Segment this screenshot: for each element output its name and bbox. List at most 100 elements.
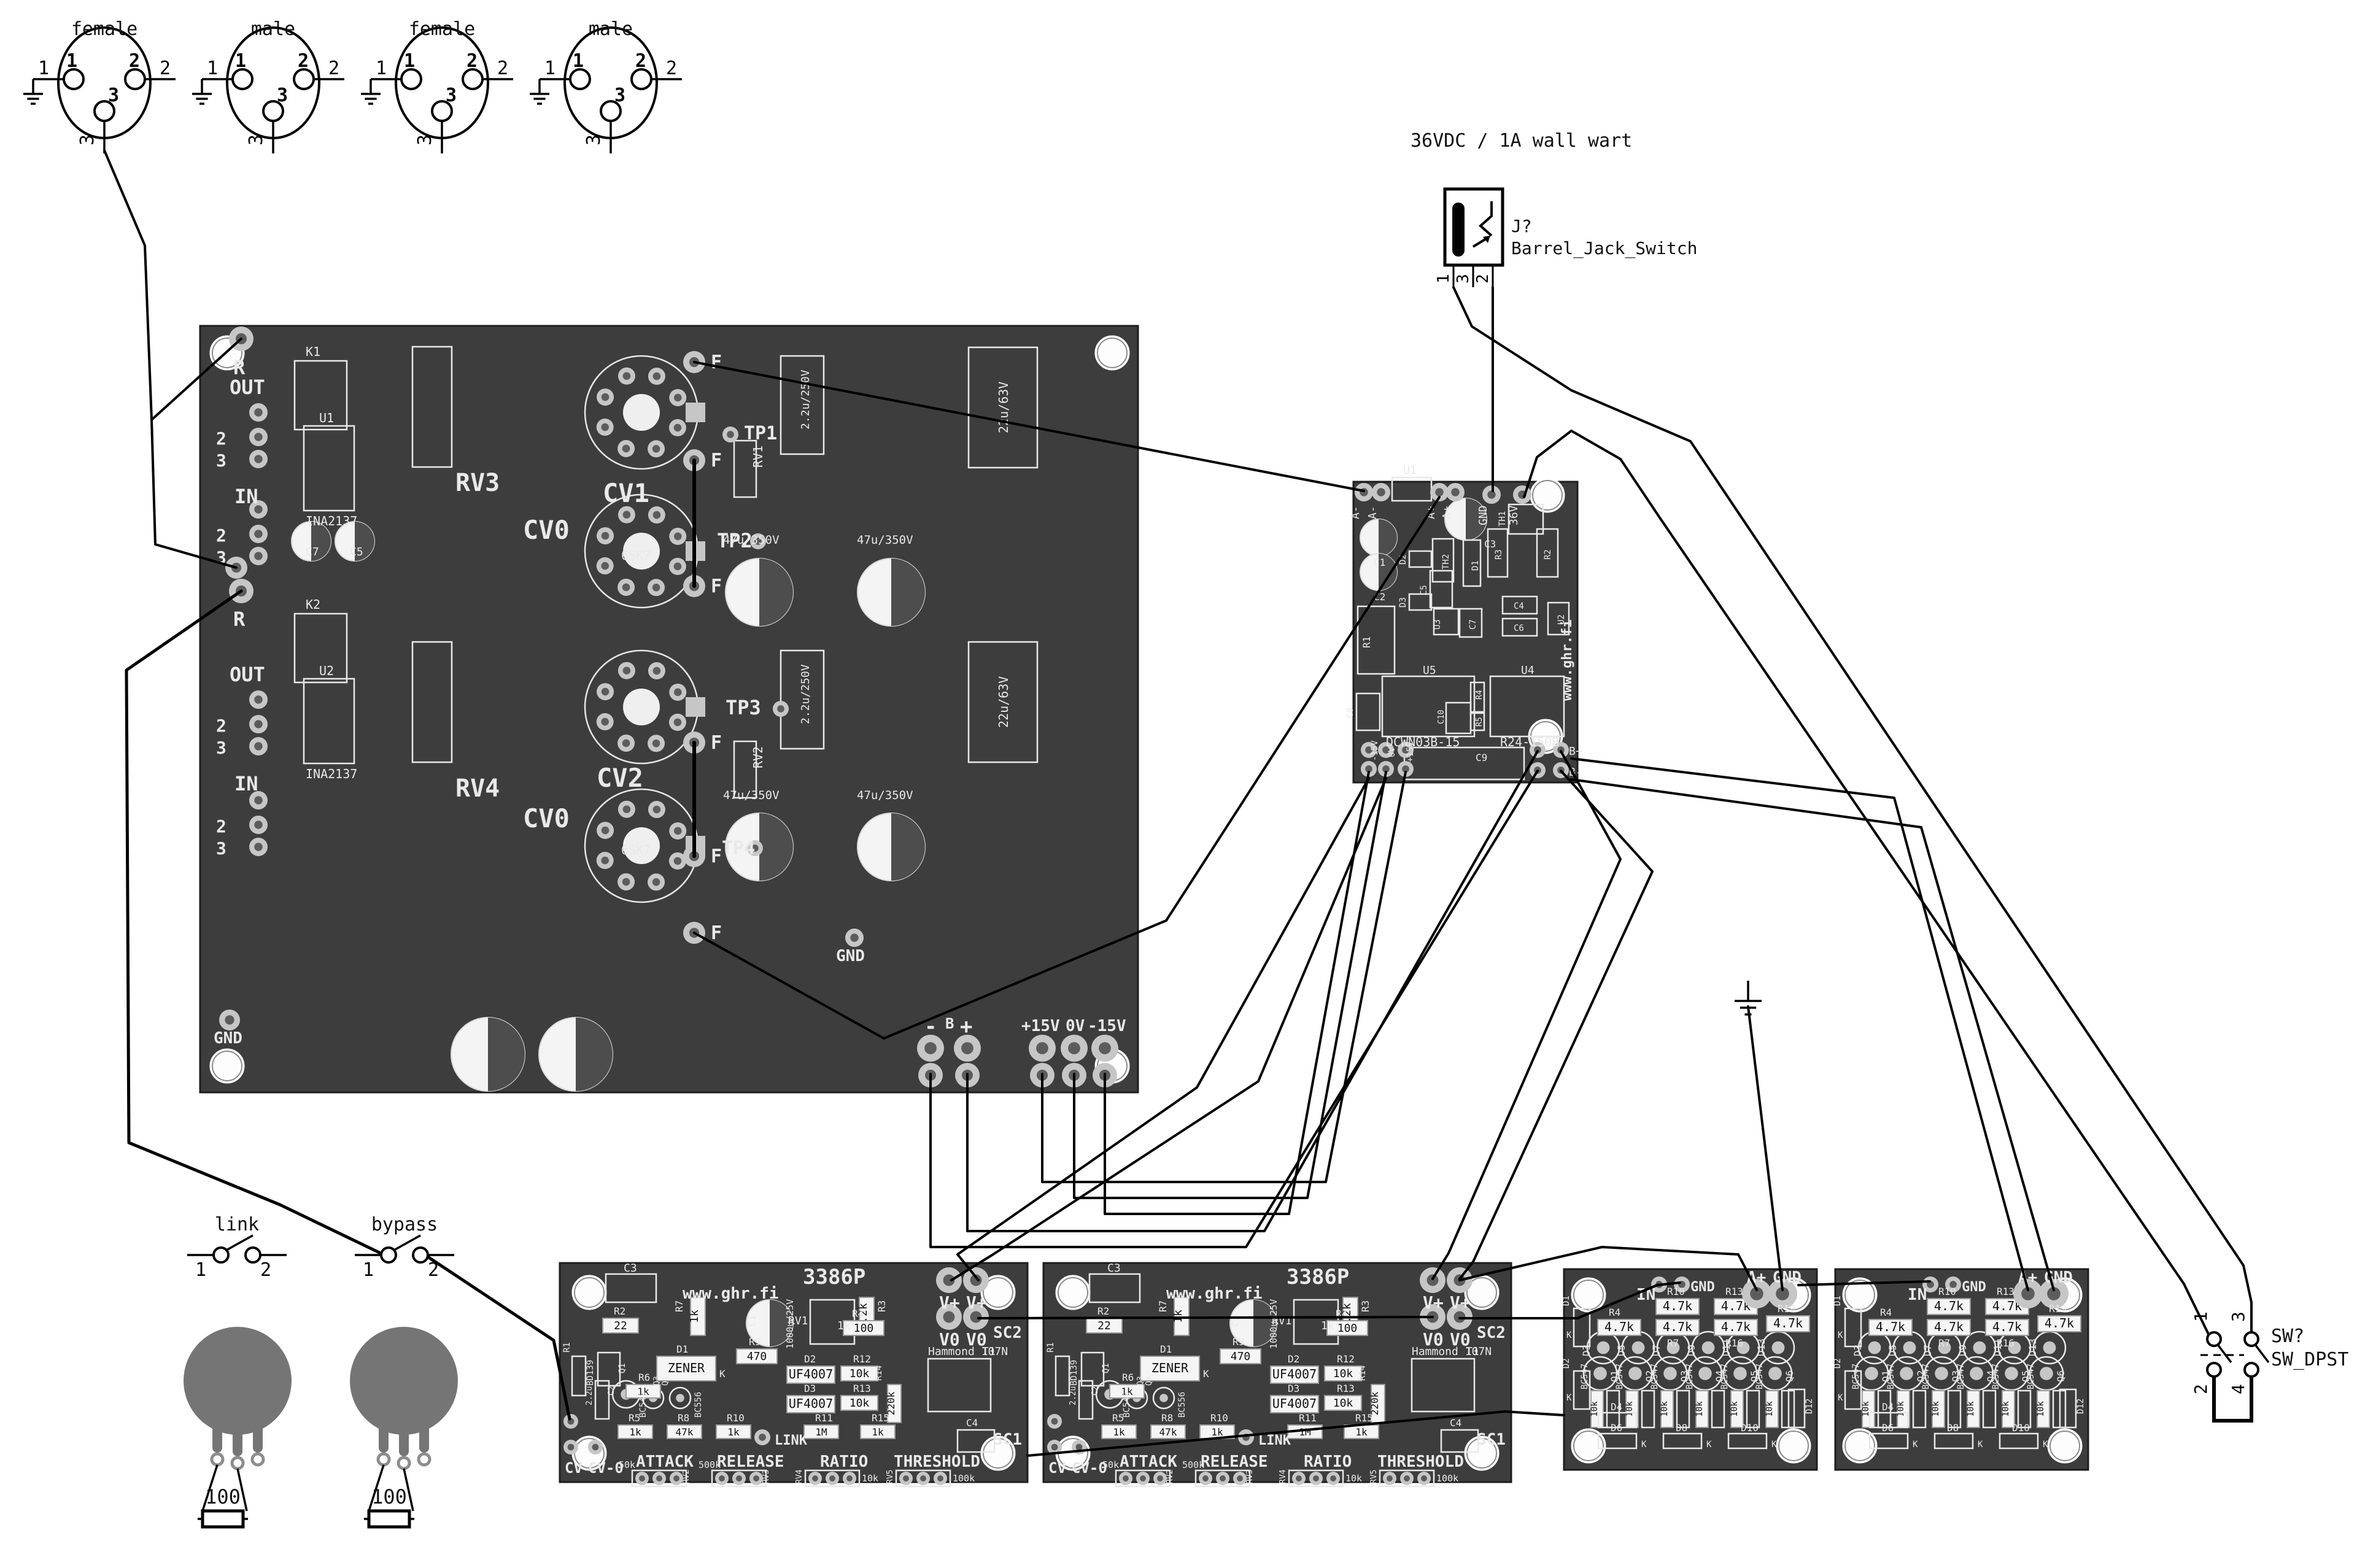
svg-text:1: 1 bbox=[2191, 1311, 2211, 1322]
wire bbox=[693, 361, 1365, 492]
pot2-resistor-value: 100 bbox=[371, 1485, 407, 1508]
svg-text:3: 3 bbox=[246, 134, 267, 145]
svg-text:D1: D1 bbox=[1833, 1296, 1843, 1306]
svg-text:U2: U2 bbox=[319, 663, 334, 678]
svg-text:D3: D3 bbox=[1398, 597, 1408, 608]
svg-text:C4: C4 bbox=[1450, 1417, 1461, 1429]
svg-text:10k: 10k bbox=[1590, 1401, 1600, 1417]
svg-text:BC547: BC547 bbox=[1650, 1364, 1660, 1389]
svg-text:V+: V+ bbox=[966, 1292, 987, 1313]
svg-text:D6: D6 bbox=[1611, 1422, 1622, 1434]
svg-text:D5: D5 bbox=[1887, 1345, 1898, 1356]
svg-text:C1: C1 bbox=[1374, 557, 1385, 568]
svg-text:CV0: CV0 bbox=[523, 515, 570, 545]
svg-text:22u/63V: 22u/63V bbox=[996, 382, 1011, 433]
svg-text:47u/350V: 47u/350V bbox=[857, 533, 913, 547]
svg-text:RV5: RV5 bbox=[886, 1470, 895, 1484]
wire bbox=[1041, 771, 1407, 1183]
svg-text:R4: R4 bbox=[1475, 690, 1484, 700]
svg-text:R9: R9 bbox=[749, 1336, 761, 1348]
svg-text:TH2: TH2 bbox=[1441, 554, 1451, 570]
svg-text:D11: D11 bbox=[1992, 1338, 2003, 1356]
svg-text:3: 3 bbox=[446, 85, 457, 106]
wire bbox=[956, 777, 1370, 1281]
wire bbox=[977, 1316, 1434, 1319]
svg-text:1000u/25V: 1000u/25V bbox=[1268, 1299, 1279, 1349]
svg-text:22: 22 bbox=[614, 1319, 627, 1332]
svg-text:V+: V+ bbox=[1423, 1292, 1444, 1313]
svg-text:U4: U4 bbox=[1521, 664, 1535, 677]
svg-text:SC2: SC2 bbox=[1477, 1324, 1506, 1342]
svg-text:TP3: TP3 bbox=[726, 696, 761, 719]
svg-text:RV4: RV4 bbox=[1279, 1469, 1288, 1484]
svg-text:BC547: BC547 bbox=[1921, 1364, 1931, 1389]
wire bbox=[150, 338, 242, 421]
svg-text:D2: D2 bbox=[804, 1353, 816, 1365]
svg-text:+15V: +15V bbox=[1406, 741, 1415, 762]
svg-text:B: B bbox=[945, 1015, 954, 1032]
svg-text:500k: 500k bbox=[699, 1459, 721, 1470]
svg-text:BC547: BC547 bbox=[1755, 1364, 1765, 1389]
svg-text:IN: IN bbox=[234, 485, 258, 508]
svg-text:F: F bbox=[711, 846, 722, 867]
wire bbox=[929, 770, 1539, 1248]
svg-text:D10: D10 bbox=[1741, 1422, 1759, 1434]
wire bbox=[426, 1255, 571, 1421]
svg-text:50k: 50k bbox=[1102, 1459, 1119, 1470]
svg-text:4: 4 bbox=[2228, 1384, 2248, 1394]
svg-text:K: K bbox=[1838, 1393, 1843, 1403]
wire bbox=[125, 589, 382, 1255]
svg-text:V0: V0 bbox=[939, 1329, 960, 1350]
svg-text:BC547: BC547 bbox=[1580, 1364, 1590, 1389]
svg-text:1: 1 bbox=[363, 1259, 374, 1281]
svg-text:U5: U5 bbox=[1423, 664, 1436, 677]
svg-text:R4: R4 bbox=[1609, 1307, 1620, 1318]
svg-text:GND: GND bbox=[1690, 1280, 1715, 1295]
svg-text:10k: 10k bbox=[1730, 1401, 1740, 1417]
svg-text:BC547: BC547 bbox=[2026, 1364, 2036, 1389]
svg-text:100: 100 bbox=[854, 1322, 874, 1335]
svg-text:U2: U2 bbox=[1557, 614, 1566, 625]
wire bbox=[1458, 1246, 1758, 1291]
svg-text:D6: D6 bbox=[1882, 1422, 1894, 1434]
svg-text:R1: R1 bbox=[1361, 636, 1372, 648]
svg-text:Q6: Q6 bbox=[1784, 1370, 1795, 1382]
svg-text:SC1: SC1 bbox=[993, 1431, 1022, 1449]
svg-text:GND: GND bbox=[836, 947, 865, 965]
svg-text:CV: CV bbox=[1048, 1459, 1066, 1477]
svg-text:R8: R8 bbox=[678, 1412, 689, 1424]
main-pcb: ROUT23IN23ROUT23IN23K1U1INA2137K2U2INA21… bbox=[199, 325, 1139, 1094]
svg-text:www.ghr.fi: www.ghr.fi bbox=[1560, 620, 1575, 701]
svg-text:K: K bbox=[1566, 1393, 1572, 1403]
svg-text:D3: D3 bbox=[1288, 1383, 1299, 1394]
svg-text:BC546: BC546 bbox=[638, 1392, 648, 1418]
svg-text:2: 2 bbox=[216, 525, 226, 546]
svg-text:C9: C9 bbox=[1476, 752, 1487, 763]
svg-text:BC547: BC547 bbox=[1720, 1364, 1730, 1389]
svg-text:100: 100 bbox=[1337, 1322, 1358, 1335]
svg-text:Q2: Q2 bbox=[1915, 1370, 1927, 1382]
svg-text:1k: 1k bbox=[1113, 1426, 1125, 1438]
svg-text:www.ghr.fi: www.ghr.fi bbox=[683, 1284, 779, 1303]
svg-text:-15V: -15V bbox=[1370, 740, 1380, 761]
svg-text:D13: D13 bbox=[1755, 1338, 1767, 1356]
svg-text:C7: C7 bbox=[306, 546, 319, 558]
svg-text:Q4: Q4 bbox=[1145, 1376, 1154, 1386]
svg-text:Q4: Q4 bbox=[1985, 1370, 1997, 1382]
svg-text:R7: R7 bbox=[673, 1300, 685, 1312]
svg-text:V0: V0 bbox=[1423, 1329, 1444, 1350]
wire bbox=[1452, 286, 2253, 1333]
svg-text:10k: 10k bbox=[1695, 1401, 1705, 1417]
svg-text:4.7k: 4.7k bbox=[1934, 1319, 1964, 1334]
svg-text:Q1: Q1 bbox=[617, 1363, 627, 1373]
svg-text:BC547: BC547 bbox=[1886, 1364, 1896, 1389]
svg-text:Q2: Q2 bbox=[1644, 1370, 1655, 1382]
svg-text:4.7k: 4.7k bbox=[1934, 1299, 1964, 1313]
wire bbox=[966, 750, 1539, 1232]
bypass-switch-label: bypass bbox=[371, 1214, 438, 1235]
svg-text:R5: R5 bbox=[629, 1412, 640, 1424]
